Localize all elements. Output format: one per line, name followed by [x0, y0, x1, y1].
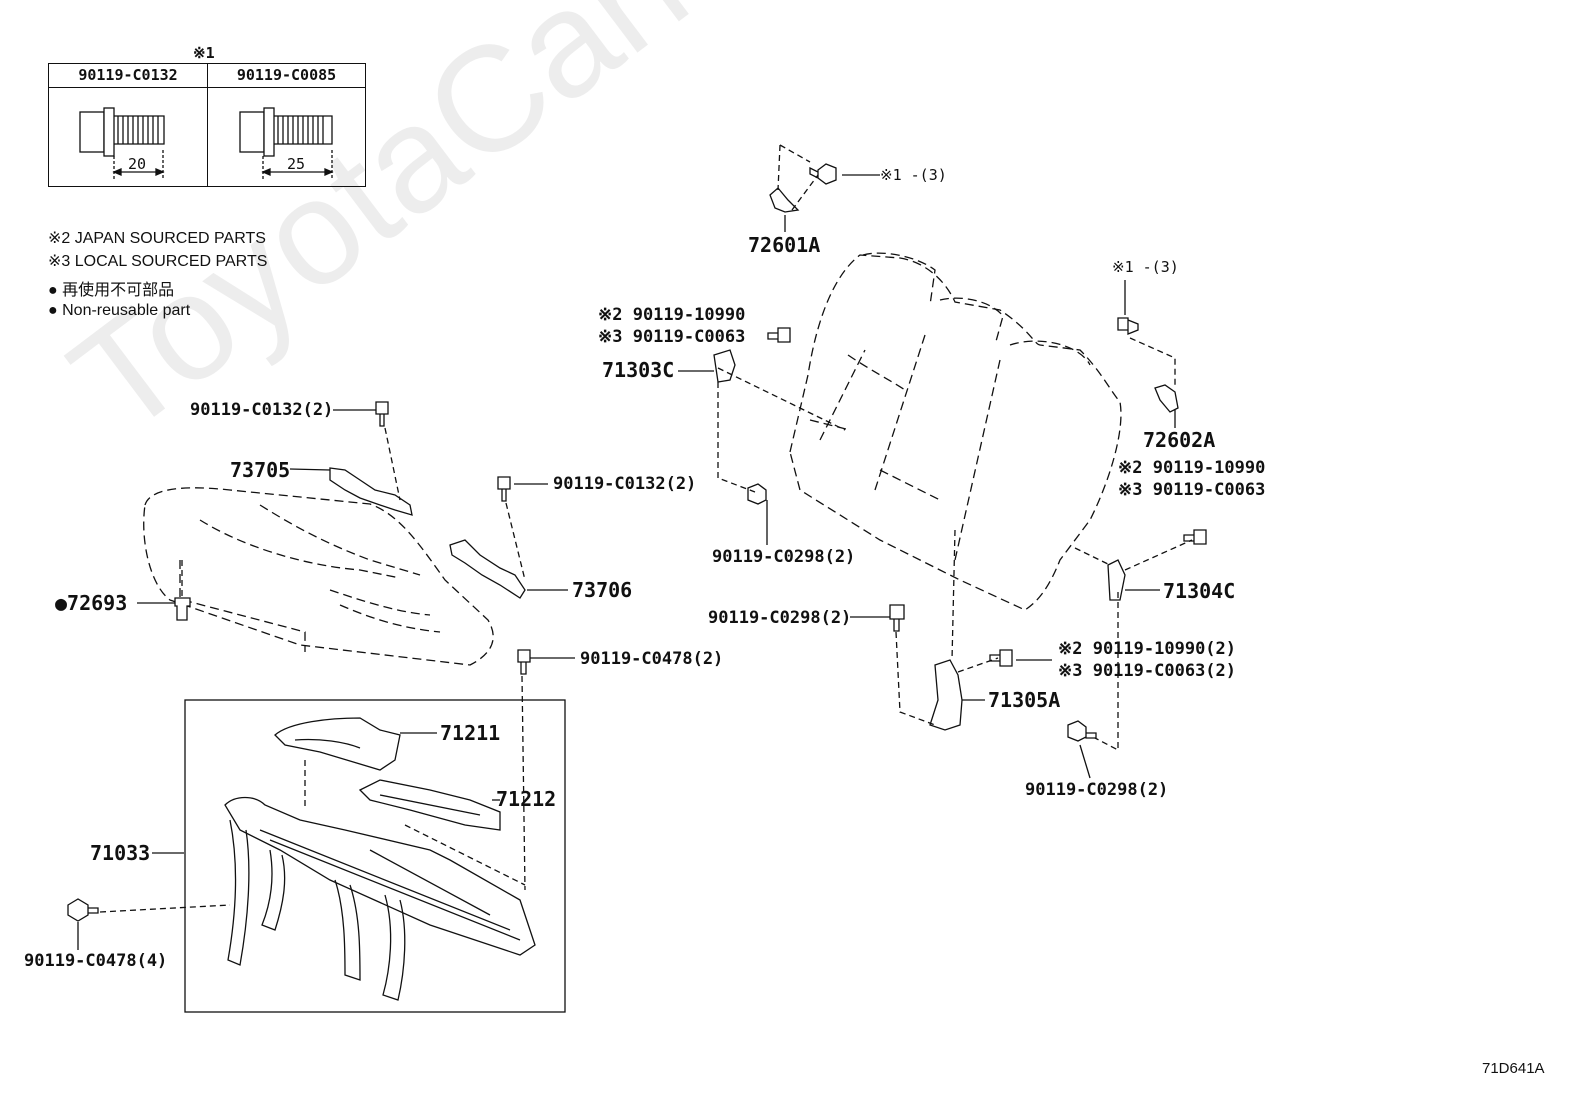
bolt-icon: [67, 163, 1207, 922]
label-mark1-right: ※1 -(3): [1112, 258, 1179, 276]
label-bolt-local-a: ※3 90119-C0063: [598, 327, 746, 347]
seat-cushion: [143, 487, 494, 666]
label-bolt-c0132-b: 90119-C0132(2): [553, 474, 697, 494]
label-72693: ●72693: [55, 591, 128, 615]
label-bolt-c0478-a: 90119-C0478(2): [580, 649, 724, 669]
label-72602A: 72602A: [1143, 428, 1216, 452]
guide-72602A: [1154, 384, 1179, 413]
label-bolt-local-b: ※3 90119-C0063: [1118, 480, 1266, 500]
label-bolt-japan-c: ※2 90119-10990(2): [1058, 639, 1237, 659]
col2-part-number: 90119-C0085: [208, 64, 365, 88]
label-73706: 73706: [572, 578, 633, 602]
label-71305A: 71305A: [988, 688, 1061, 712]
label-71033: 71033: [90, 841, 151, 865]
note-non-reusable-jp: ● 再使用不可部品: [48, 282, 175, 299]
label-bolt-japan-a: ※2 90119-10990: [598, 305, 746, 325]
label-bolt-local-c: ※3 90119-C0063(2): [1058, 661, 1237, 681]
label-mark1-top: ※1 -(3): [880, 166, 947, 184]
seat-back: [789, 252, 1122, 611]
leader-lines: [77, 174, 1176, 950]
label-71304C: 71304C: [1163, 579, 1236, 603]
label-bolt-japan-b: ※2 90119-10990: [1118, 458, 1266, 478]
connector-lines: [99, 144, 1193, 913]
label-71211: 71211: [440, 721, 501, 745]
note-japan-sourced: ※2 JAPAN SOURCED PARTS: [48, 230, 266, 247]
label-72601A: 72601A: [748, 233, 821, 257]
frame-panel-71212: [358, 779, 501, 831]
table-mark: ※1: [193, 44, 215, 62]
bracket-73706: [449, 539, 526, 599]
col2-length: 25: [287, 155, 306, 173]
frame-panel-71211: [274, 717, 401, 771]
label-bolt-c0132-a: 90119-C0132(2): [190, 400, 334, 420]
hinge-71304C: [1107, 559, 1126, 601]
label-71303C: 71303C: [602, 358, 675, 382]
label-73705: 73705: [230, 458, 291, 482]
note-non-reusable-en: ● Non-reusable part: [48, 302, 191, 319]
label-bolt-c0298-c: 90119-C0298(2): [1025, 780, 1169, 800]
reference-code: 71D641A: [1482, 1060, 1545, 1077]
bracket-73705: [329, 467, 413, 516]
label-bolt-c0298-a: 90119-C0298(2): [712, 547, 856, 567]
bolt-spec-table: 90119-C0132 90119-C0085: [48, 63, 366, 187]
bolt-c0085-icon: [239, 107, 334, 180]
note-local-sourced: ※3 LOCAL SOURCED PARTS: [48, 253, 268, 270]
hinge-71303C: [713, 349, 736, 383]
bracket-71305A: [929, 659, 963, 731]
col1-length: 20: [128, 155, 147, 173]
seat-frame-71033: [224, 796, 536, 1001]
label-bolt-c0298-b: 90119-C0298(2): [708, 608, 852, 628]
bolt-c0132-icon: [79, 107, 165, 180]
label-71212: 71212: [496, 787, 557, 811]
label-bolt-c0478-b: 90119-C0478(4): [24, 951, 168, 971]
clip-72693: [174, 597, 191, 621]
